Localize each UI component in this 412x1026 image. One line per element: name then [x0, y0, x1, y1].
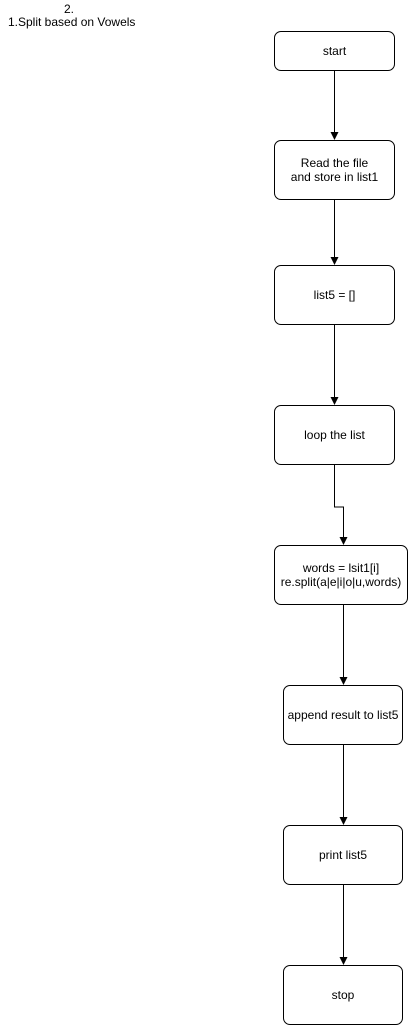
diagram-title: 1.Split based on Vowels [8, 15, 136, 29]
node-append-result: append result to list5 [283, 685, 403, 745]
node-stop: stop [283, 965, 403, 1025]
node-init-list5: list5 = [] [274, 265, 395, 325]
diagram-number: 2. [64, 2, 75, 16]
node-start: start [274, 31, 395, 71]
node-read-file: Read the file and store in list1 [274, 140, 395, 200]
node-split-words: words = lsit1[i] re.split(a|e|i|o|u,word… [274, 545, 408, 605]
edge-loop-to-split [334, 465, 348, 545]
node-print-list5: print list5 [283, 825, 403, 885]
node-loop: loop the list [274, 405, 395, 465]
